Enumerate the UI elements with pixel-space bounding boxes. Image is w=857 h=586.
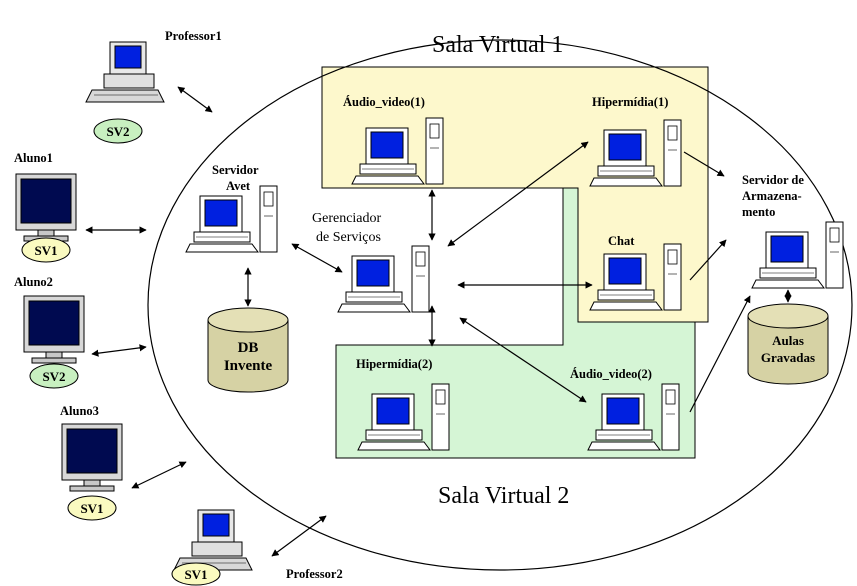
aluno2-monitor-icon[interactable] [23, 295, 85, 364]
professor1-label: Professor1 [165, 29, 222, 43]
professor1-badge-text: SV2 [106, 124, 129, 139]
audio-video-1-label: Áudio_video(1) [343, 95, 425, 109]
aluno1-badge-text: SV1 [34, 243, 57, 258]
db-invente-text-2: Invente [224, 358, 273, 374]
professor1-badge: SV2 [93, 118, 143, 144]
virtual-classroom-ellipse [147, 39, 853, 571]
servidor-avet-label-2: Avet [226, 179, 251, 193]
gerenciador-computer-icon[interactable] [337, 245, 430, 313]
aluno3-badge-text: SV1 [80, 501, 103, 516]
arrow-gerenciador-audio2 [459, 317, 587, 403]
arrow-avet-gerenciador [291, 243, 343, 273]
aluno2-badge: SV2 [29, 363, 79, 389]
hipermidia-1-label: Hipermídia(1) [592, 95, 668, 109]
gerenciador-label-1: Gerenciador [312, 211, 382, 226]
servidor-armazenamento-label-1: Servidor de [742, 173, 804, 187]
aluno3-label: Aluno3 [60, 404, 99, 418]
servidor-armazenamento-computer-icon[interactable] [751, 221, 844, 289]
chat-label: Chat [608, 234, 635, 248]
arrow-professor2 [271, 515, 327, 557]
servidor-avet-computer-icon[interactable] [185, 185, 278, 253]
servidor-avet-label-1: Servidor [212, 163, 259, 177]
aluno1-monitor-icon[interactable] [15, 173, 77, 242]
aluno2-label: Aluno2 [14, 275, 53, 289]
aulas-gravadas-cylinder: Aulas Gravadas [747, 303, 829, 385]
arrow-chat-storage [689, 239, 727, 281]
gerenciador-label-2: de Serviços [316, 230, 381, 245]
aluno3-monitor-icon[interactable] [61, 423, 123, 492]
aulas-gravadas-text-2: Gravadas [761, 350, 815, 365]
connection-arrows [85, 86, 792, 557]
aluno2-badge-text: SV2 [42, 369, 65, 384]
sala-virtual-2-label: Sala Virtual 2 [438, 483, 569, 509]
audio-video-2-computer-icon[interactable] [587, 383, 680, 451]
hipermidia-2-computer-icon[interactable] [357, 383, 450, 451]
servidor-armazenamento-label-3: mento [742, 205, 775, 219]
arrow-aluno2 [91, 344, 147, 357]
professor2-label: Professor2 [286, 567, 343, 581]
professor2-badge-text: SV1 [184, 567, 207, 582]
servidor-armazenamento-label-2: Armazena- [742, 189, 802, 203]
arrow-professor1 [177, 86, 213, 113]
arrow-aluno3 [131, 461, 187, 489]
aluno3-badge: SV1 [67, 495, 117, 521]
audio-video-1-computer-icon[interactable] [351, 117, 444, 185]
arrow-hiper1-storage [683, 151, 725, 177]
db-invente-cylinder: DB Invente [207, 307, 289, 393]
aluno1-label: Aluno1 [14, 151, 53, 165]
aluno1-badge: SV1 [21, 237, 71, 263]
professor2-laptop-icon[interactable] [173, 509, 253, 571]
professor1-laptop-icon[interactable] [85, 41, 165, 103]
db-invente-text-1: DB [238, 340, 259, 356]
arrow-audio2-storage [689, 295, 751, 413]
aulas-gravadas-text-1: Aulas [772, 333, 804, 348]
arrow-gerenciador-hiper1 [447, 141, 589, 247]
sala-virtual-1-label: Sala Virtual 1 [432, 32, 563, 58]
professor2-badge: SV1 [171, 562, 221, 586]
hipermidia-1-computer-icon[interactable] [589, 119, 682, 187]
audio-video-2-label: Áudio_video(2) [570, 367, 652, 381]
chat-computer-icon[interactable] [589, 243, 682, 311]
hipermidia-2-label: Hipermídia(2) [356, 357, 432, 371]
